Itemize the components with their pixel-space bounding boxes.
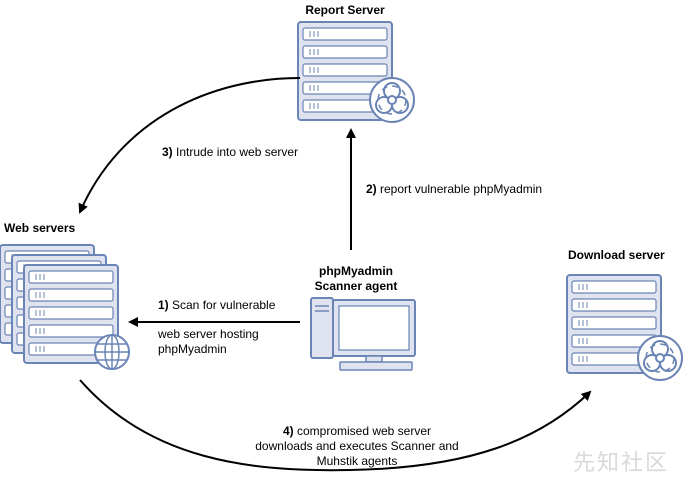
scanner-agent-title-line2: Scanner agent xyxy=(314,279,398,293)
watermark: 先知社区 xyxy=(572,451,669,476)
step1-line1: Scan for vulnerable xyxy=(168,298,276,312)
step3-number: 3) xyxy=(162,145,173,159)
biohazard-icon xyxy=(369,77,415,123)
step4-line3: Muhstik agents xyxy=(316,454,398,468)
report-server-title: Report Server xyxy=(305,3,385,17)
biohazard-icon xyxy=(637,335,683,381)
arrow-download xyxy=(79,379,592,472)
download-server-title: Download server xyxy=(568,248,665,262)
download-server-icon xyxy=(566,274,683,381)
scanner-agent-title-line1: phpMyadmin xyxy=(319,264,393,278)
step4-number: 4) xyxy=(282,424,294,438)
computer-icon xyxy=(310,297,416,371)
arrow-intrude xyxy=(78,77,301,214)
step3-text: Intrude into web server xyxy=(172,145,299,159)
web-servers-icon xyxy=(0,244,130,370)
report-server-icon xyxy=(297,21,415,123)
step1-line2: web server hosting xyxy=(158,327,259,341)
step1-number: 1) xyxy=(158,298,169,312)
step1-line3: phpMyadmin xyxy=(158,342,227,356)
step3-label: 3) Intrude into web server xyxy=(162,145,298,160)
step4-line1: compromised web server xyxy=(293,424,432,438)
step2-label: 2) report vulnerable phpMyadmin xyxy=(366,182,542,197)
step1-label: 1) Scan for vulnerable web server hostin… xyxy=(158,298,275,357)
step4-label: 4) compromised web server downloads and … xyxy=(232,424,482,469)
step2-text: report vulnerable phpMyadmin xyxy=(376,182,543,196)
step4-line2: downloads and executes Scanner and xyxy=(255,439,459,453)
step2-number: 2) xyxy=(366,182,377,196)
web-servers-title: Web servers xyxy=(4,221,76,235)
scanner-agent-title: phpMyadmin Scanner agent xyxy=(296,264,416,294)
globe-icon xyxy=(94,334,130,370)
